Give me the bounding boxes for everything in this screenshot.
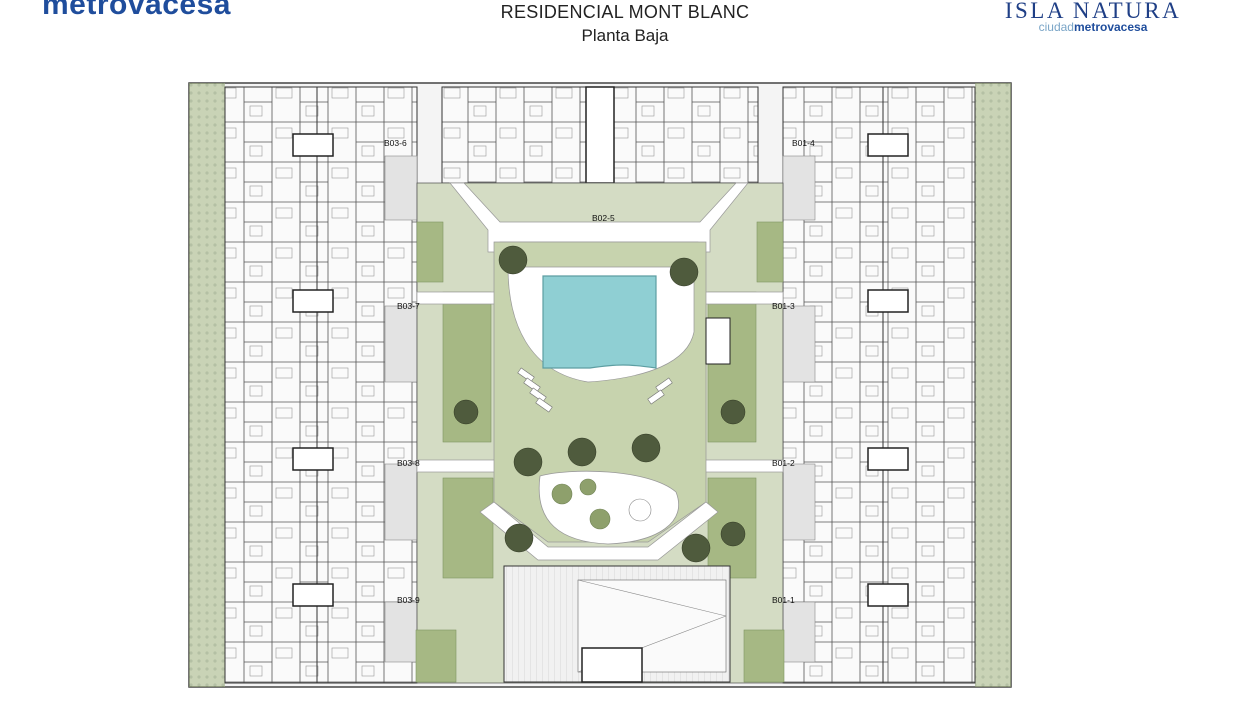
planter	[743, 629, 785, 683]
core-b01-2	[867, 447, 909, 471]
logo-sub-prefix: ciudad	[1038, 20, 1074, 34]
shrub	[589, 508, 611, 530]
isla-natura-sub: ciudadmetrovacesa	[1000, 20, 1186, 34]
isla-natura-logo: ISLA NATURA ciudadmetrovacesa	[1000, 0, 1186, 34]
metrovacesa-logo: metrovacesa	[42, 0, 231, 21]
entrance	[581, 647, 643, 683]
palm-tree	[453, 399, 479, 425]
garden-left	[189, 83, 225, 687]
palm-tree	[631, 433, 661, 463]
core-b01-1	[867, 583, 909, 607]
walkway-left-2	[416, 459, 496, 473]
block-label-b01-3: B01-3	[772, 301, 795, 311]
palm-tree	[498, 245, 528, 275]
core-b03-7	[292, 289, 334, 313]
palm-tree	[513, 447, 543, 477]
block-label-b02-5: B02-5	[592, 213, 615, 223]
shrub	[579, 478, 597, 496]
palm-tree	[669, 257, 699, 287]
core-b03-8	[292, 447, 334, 471]
walkway-lower	[479, 501, 719, 561]
block-label-b03-9: B03-9	[397, 595, 420, 605]
walkway-left-1	[416, 291, 496, 305]
block-label-b01-4: B01-4	[792, 138, 815, 148]
logo-sub-bold: metrovacesa	[1073, 20, 1148, 34]
palm-tree	[567, 437, 597, 467]
block-label-b03-8: B03-8	[397, 458, 420, 468]
palm-tree	[720, 399, 746, 425]
core-b02-5	[585, 86, 615, 184]
swimming-pool	[542, 275, 657, 369]
palm-tree	[681, 533, 711, 563]
play-area	[538, 470, 679, 545]
block-label-b03-6: B03-6	[384, 138, 407, 148]
block-label-b01-1: B01-1	[772, 595, 795, 605]
planter	[756, 221, 784, 283]
shrub	[551, 483, 573, 505]
small-building	[705, 317, 731, 365]
title-block: RESIDENCIAL MONT BLANC Planta Baja	[425, 2, 825, 46]
palm-tree	[504, 523, 534, 553]
planter	[416, 221, 444, 283]
block-label-b01-2: B01-2	[772, 458, 795, 468]
planter	[442, 477, 494, 579]
core-b01-3	[867, 289, 909, 313]
planter	[415, 629, 457, 683]
floor-plan: B03-6 B01-4 B02-5 B03-7 B01-3 B03-8 B01-…	[188, 82, 1012, 688]
page-subtitle: Planta Baja	[581, 26, 669, 45]
walkway-top	[449, 182, 749, 253]
core-b03-6	[292, 133, 334, 157]
isla-natura-brand: ISLA NATURA	[1004, 0, 1182, 23]
garden-right	[975, 83, 1011, 687]
core-b01-4	[867, 133, 909, 157]
core-b03-9	[292, 583, 334, 607]
page-title: RESIDENCIAL MONT BLANC	[500, 2, 750, 22]
block-label-b03-7: B03-7	[397, 301, 420, 311]
parasol	[628, 498, 652, 522]
palm-tree	[720, 521, 746, 547]
